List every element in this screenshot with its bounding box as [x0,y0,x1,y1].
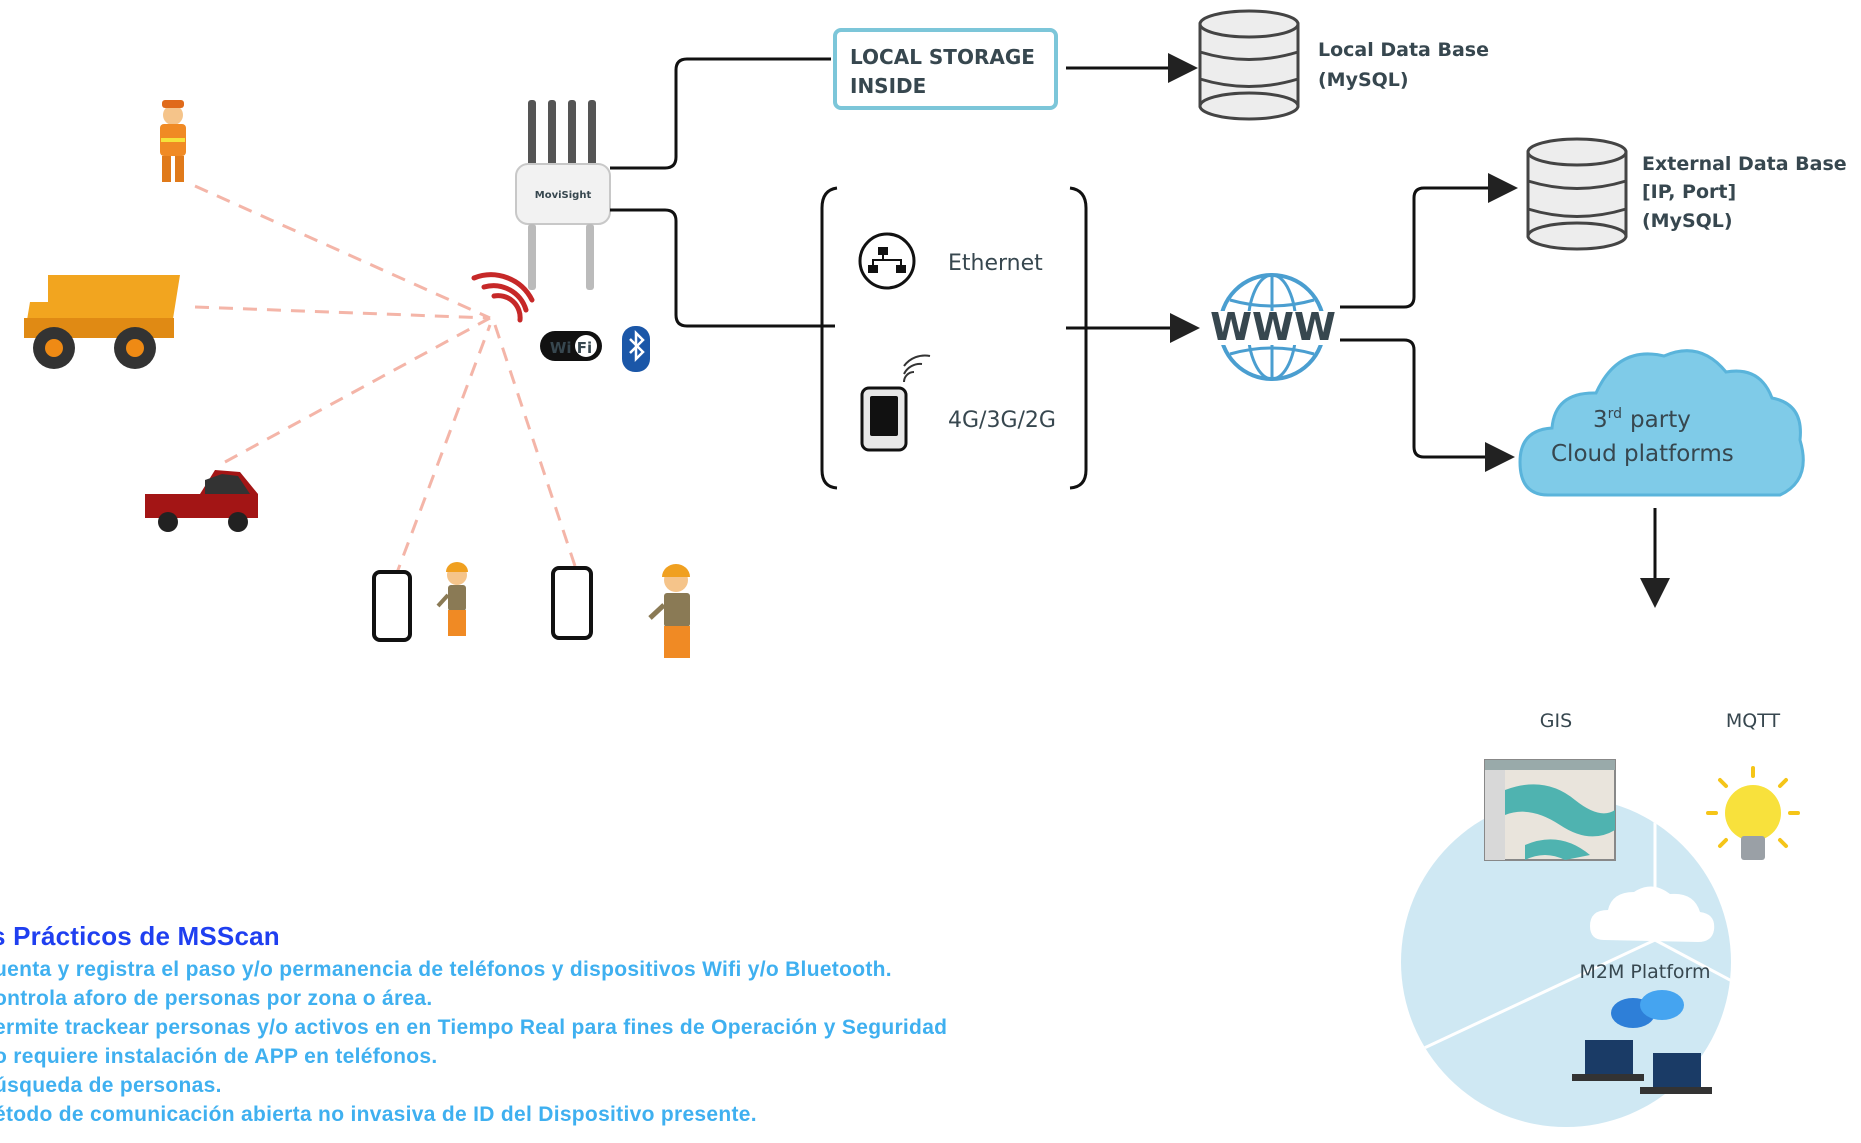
local-storage-line-1: LOCAL STORAGE [850,45,1035,69]
list-item: étodo de comunicación abierta no invasiv… [0,1103,757,1126]
local-database-icon [1198,9,1300,121]
cellular-label: 4G/3G/2G [948,408,1056,433]
dashed-links [194,184,577,579]
pickup-truck-figure [145,470,258,532]
chat-bubbles-icon [1611,990,1684,1028]
globe-icon: WWW [1208,273,1338,381]
list-item: uenta y registra el paso y/o permanencia… [0,958,892,981]
lightbulb-icon [1706,766,1800,860]
wifi-badge-icon: Wi Fi [540,331,602,361]
phone-icon [551,566,593,640]
worker-figure [436,562,468,636]
external-database-icon [1526,137,1628,251]
bluetooth-icon [622,326,650,372]
use-cases-section: s Prácticos de MSScan uenta y registra e… [0,921,1300,1129]
gis-label: GIS [1540,710,1572,732]
wifi-label: Wi Fi [550,339,592,357]
list-item: ermite trackear personas y/o activos en … [0,1016,948,1039]
worker-figure [648,564,690,658]
local-db-label: Local Data Base (MySQL) [1318,39,1496,91]
cloud-platforms-icon [1518,349,1805,497]
list-item: úsqueda de personas. [0,1074,222,1097]
connectivity-braces [820,186,1088,490]
cellphone-signal-icon [860,354,931,452]
platform-circle [1401,797,1731,1127]
movisight-sensor-device: MoviSight [515,100,611,290]
signal-wave-icon [471,272,535,323]
list-item: o requiere instalación de APP en teléfon… [0,1045,438,1068]
device-brand-label: MoviSight [535,190,592,201]
mqtt-label: MQTT [1726,710,1781,732]
use-cases-title: s Prácticos de MSScan [0,921,280,951]
ethernet-label: Ethernet [948,251,1043,276]
external-db-label: External Data Base [IP, Port] (MySQL) [1642,153,1853,232]
dump-truck-figure [24,275,180,369]
list-item: ontrola aforo de personas por zona o áre… [0,987,433,1010]
m2m-platform-label: M2M Platform [1579,961,1710,983]
gis-map-icon [1484,759,1616,861]
ethernet-icon [858,232,916,290]
phone-icon [372,570,412,642]
firefighter-figure [160,100,186,182]
local-storage-box: LOCAL STORAGE INSIDE [833,28,1058,110]
connector-lines [610,53,1670,608]
www-label: WWW [1210,305,1336,349]
use-cases-list: uenta y registra el paso y/o permanencia… [0,955,1300,1129]
local-storage-line-2: INSIDE [850,74,927,98]
laptops-icon [1572,1040,1712,1094]
